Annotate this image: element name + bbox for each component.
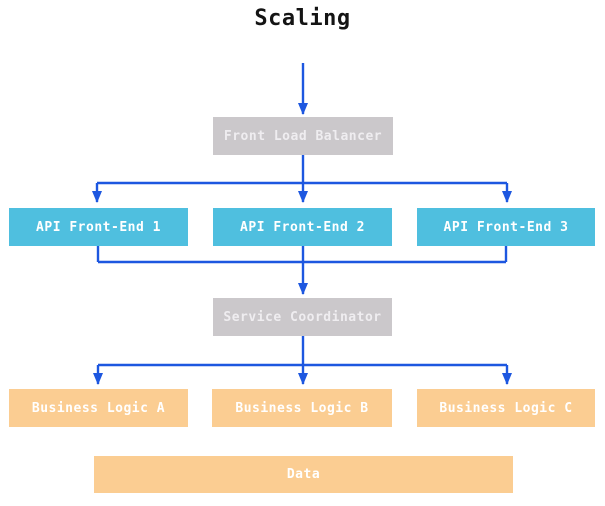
node-business-logic-c: Business Logic C bbox=[417, 389, 595, 427]
node-data: Data bbox=[94, 456, 513, 493]
node-api-front-end-3: API Front-End 3 bbox=[417, 208, 595, 246]
node-service-coordinator: Service Coordinator bbox=[213, 298, 392, 336]
node-front-load-balancer: Front Load Balancer bbox=[213, 117, 393, 155]
node-api-front-end-1: API Front-End 1 bbox=[9, 208, 188, 246]
node-business-logic-b: Business Logic B bbox=[212, 389, 392, 427]
diagram-title: Scaling bbox=[254, 6, 351, 31]
node-api-front-end-2: API Front-End 2 bbox=[213, 208, 392, 246]
node-business-logic-a: Business Logic A bbox=[9, 389, 188, 427]
